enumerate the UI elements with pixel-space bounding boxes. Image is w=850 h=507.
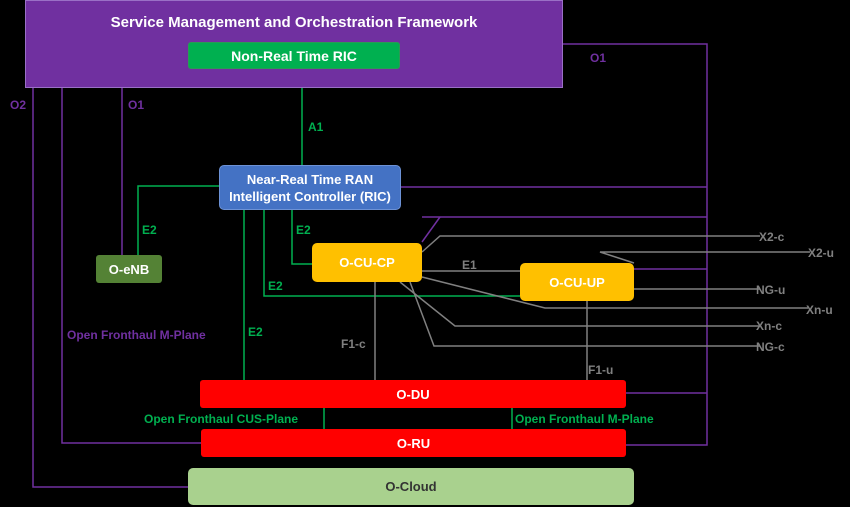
e2-cuup-label: E2	[268, 279, 283, 293]
xnu-label: Xn-u	[806, 303, 833, 317]
x2u-label: X2-u	[808, 246, 835, 260]
f1u-label: F1-u	[588, 363, 614, 377]
ngu-label: NG-u	[756, 283, 786, 297]
near-rt-ric-line2: Intelligent Controller (RIC)	[229, 188, 391, 204]
o-cu-up-box: O-CU-UP	[520, 263, 634, 301]
o-du-box: O-DU	[200, 380, 626, 408]
e2-enb-label: E2	[142, 223, 157, 237]
near-rt-ric-line1: Near-Real Time RAN	[246, 171, 374, 187]
non-rt-ric-box: Non-Real Time RIC	[188, 42, 400, 69]
o-cloud-box: O-Cloud	[188, 468, 634, 505]
near-rt-ric-box: Near-Real Time RAN Intelligent Controlle…	[219, 165, 401, 210]
o-enb-box: O-eNB	[96, 255, 162, 283]
o-ru-box: O-RU	[201, 429, 626, 457]
x2c-label: X2-c	[759, 230, 785, 244]
fh-mplane-left-label: Open Fronthaul M-Plane	[67, 328, 206, 342]
o1-o2-lines	[32, 43, 708, 488]
fh-cus-plane-label: Open Fronthaul CUS-Plane	[144, 412, 299, 426]
ngc-label: NG-c	[756, 340, 785, 354]
o1-left-label: O1	[128, 98, 145, 112]
fh-mplane-right-label: Open Fronthaul M-Plane	[515, 412, 654, 426]
e2-du-label: E2	[248, 325, 263, 339]
xnc-label: Xn-c	[756, 319, 783, 333]
e2-a1-lines	[137, 69, 520, 429]
o-cu-cp-box: O-CU-CP	[312, 243, 422, 282]
o2-label: O2	[10, 98, 27, 112]
a1-label: A1	[308, 120, 324, 134]
o1-right-label: O1	[590, 51, 607, 65]
e1-label: E1	[462, 258, 477, 272]
f1c-label: F1-c	[341, 337, 366, 351]
smo-label: Service Management and Orchestration Fra…	[110, 14, 478, 31]
e2-cucp-label: E2	[296, 223, 311, 237]
transport-lines	[374, 235, 810, 380]
